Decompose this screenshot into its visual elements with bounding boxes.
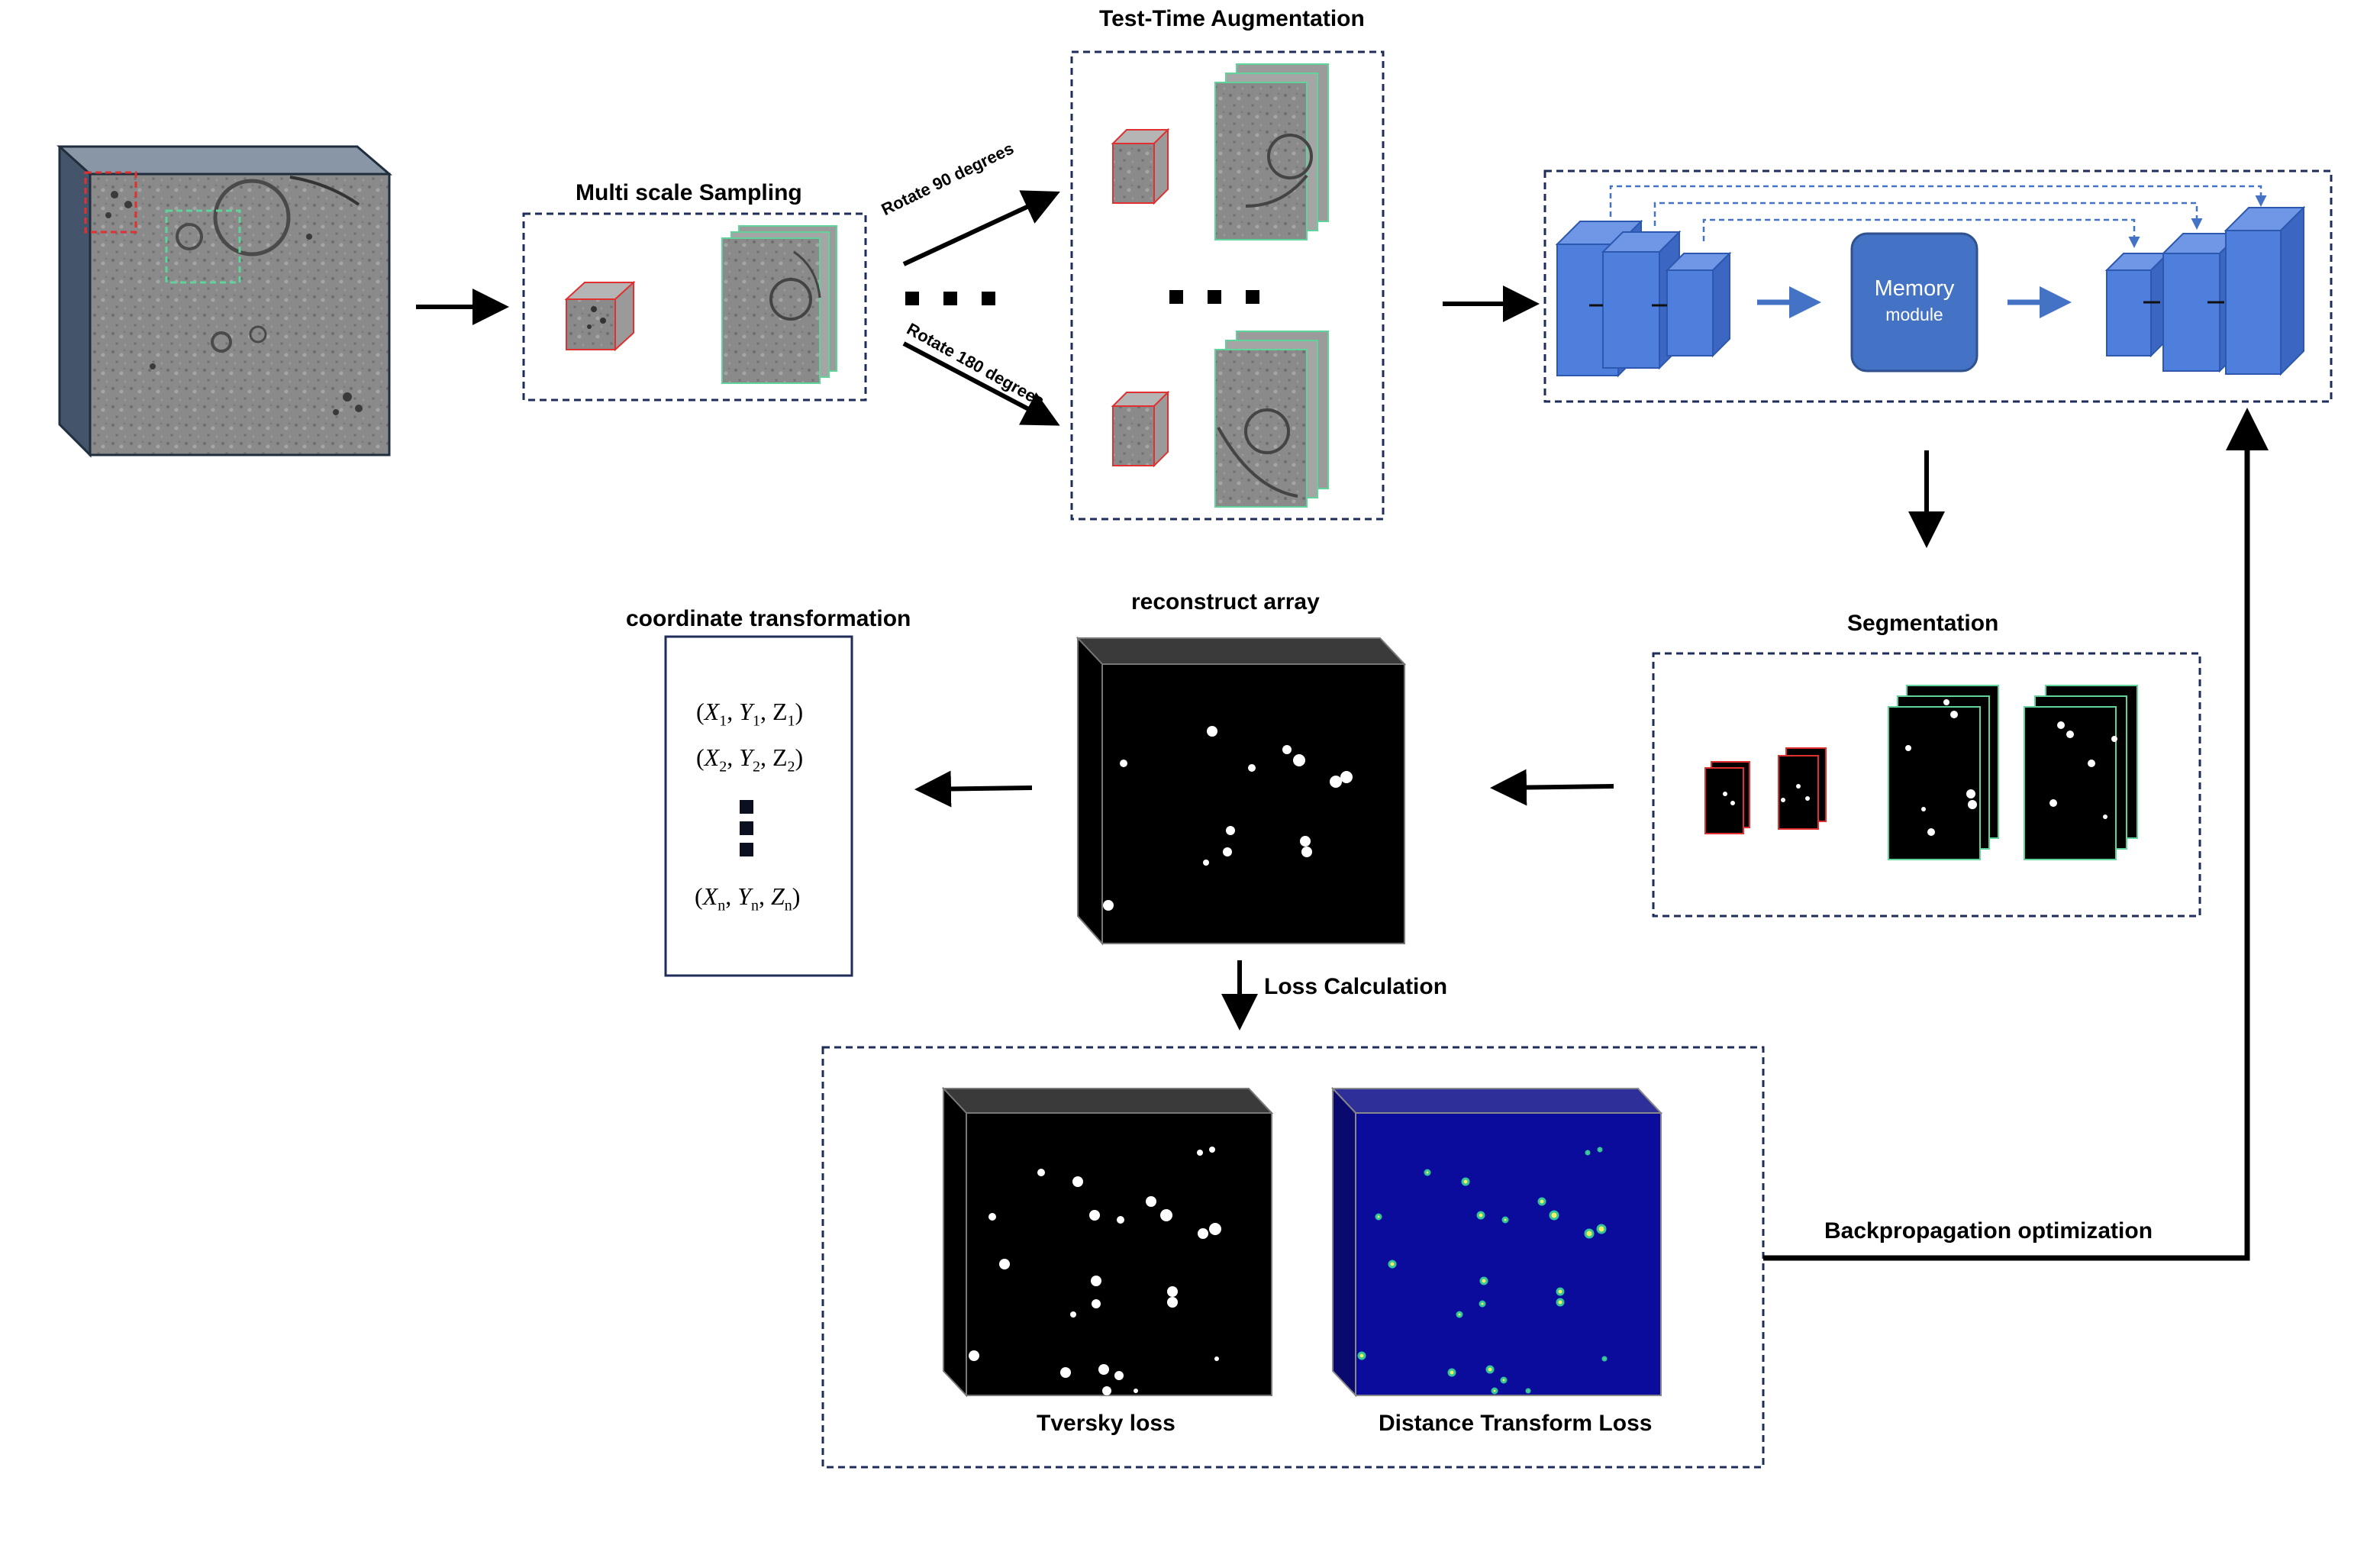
coord-1-x: X <box>704 698 720 725</box>
reconstruct-array-label: reconstruct array <box>1131 589 1320 614</box>
coord-n-z-sub: n <box>784 897 792 914</box>
arrow-rotate-180 <box>902 341 1060 426</box>
seg-small-patch-2-icon <box>1778 747 1827 830</box>
coordinate-box <box>664 635 853 977</box>
coord-2-z: Z <box>772 744 788 771</box>
coordinate-tuple-1: (X1, Y1, Z1) <box>696 698 804 730</box>
coord-2-y: Y <box>739 744 753 771</box>
tta-large-patch-bottom-icon <box>1214 331 1329 508</box>
network-box <box>1543 169 2333 403</box>
arrow-rotate-90 <box>902 190 1060 266</box>
memory-module-label: Memory module <box>1852 276 1977 325</box>
coord-n-y-sub: n <box>751 897 759 914</box>
coord-n-x: X <box>702 882 718 910</box>
large-patch-icon <box>721 225 837 384</box>
coord-n-x-sub: n <box>718 897 726 914</box>
reconstruct-volume-icon <box>1076 636 1407 946</box>
small-patch-icon <box>564 280 636 352</box>
coord-2-x: X <box>704 744 720 771</box>
coord-2-y-sub: 2 <box>753 758 760 776</box>
coord-n-z: Z <box>771 882 785 910</box>
coordinate-tuple-n: (Xn, Yn, Zn) <box>695 882 801 914</box>
memory-label-line2: module <box>1885 305 1943 324</box>
tta-small-patch-bottom-icon <box>1111 390 1170 468</box>
test-time-augmentation-box <box>1070 50 1385 521</box>
distance-transform-loss-label: Distance Transform Loss <box>1379 1411 1653 1436</box>
skip-connections <box>1609 185 2267 248</box>
backpropagation-optimization-label: Backpropagation optimization <box>1824 1218 2153 1243</box>
coord-1-y: Y <box>739 698 753 725</box>
backpropagation-arrow <box>1763 408 2269 1261</box>
tomogram-cube-icon <box>56 145 393 458</box>
distance-volume-icon <box>1330 1086 1663 1398</box>
segmentation-box <box>1652 652 2201 918</box>
arrow-to-coordinates <box>914 770 1033 808</box>
seg-small-patch-1-icon <box>1704 761 1750 834</box>
coord-1-x-sub: 1 <box>719 712 727 730</box>
multi-scale-sampling-box <box>522 212 867 402</box>
coord-n-y: Y <box>737 882 751 910</box>
coordinate-tuple-2: (X2, Y2, Z2) <box>696 744 804 776</box>
ellipsis-dots-left <box>905 292 995 305</box>
coordinate-dots <box>740 800 753 856</box>
seg-large-patch-1-icon <box>1888 685 1999 860</box>
arrow-to-reconstruct <box>1490 769 1614 806</box>
loss-calculation-label: Loss Calculation <box>1264 974 1448 999</box>
memory-module-icon <box>1850 232 1978 373</box>
memory-label-line1: Memory <box>1874 276 1955 301</box>
coord-1-y-sub: 1 <box>753 712 760 730</box>
coord-1-z-sub: 1 <box>787 712 795 730</box>
segmentation-label: Segmentation <box>1847 611 1999 636</box>
decoder-blocks-icon <box>2104 205 2306 376</box>
test-time-augmentation-label: Test-Time Augmentation <box>1099 6 1365 31</box>
ellipsis-dots-middle <box>1169 290 1259 304</box>
coordinate-transformation-label: coordinate transformation <box>626 606 911 631</box>
seg-large-patch-2-icon <box>2024 685 2138 860</box>
coord-2-z-sub: 2 <box>787 758 795 776</box>
encoder-blocks-icon <box>1555 219 1732 378</box>
tta-small-patch-top-icon <box>1111 127 1170 205</box>
tta-large-patch-top-icon <box>1214 63 1329 240</box>
tversky-volume-icon <box>941 1086 1274 1398</box>
multi-scale-sampling-label: Multi scale Sampling <box>576 180 802 205</box>
coord-1-z: Z <box>772 698 788 725</box>
tversky-loss-label: Tversky loss <box>1037 1411 1175 1436</box>
coord-2-x-sub: 2 <box>719 758 727 776</box>
